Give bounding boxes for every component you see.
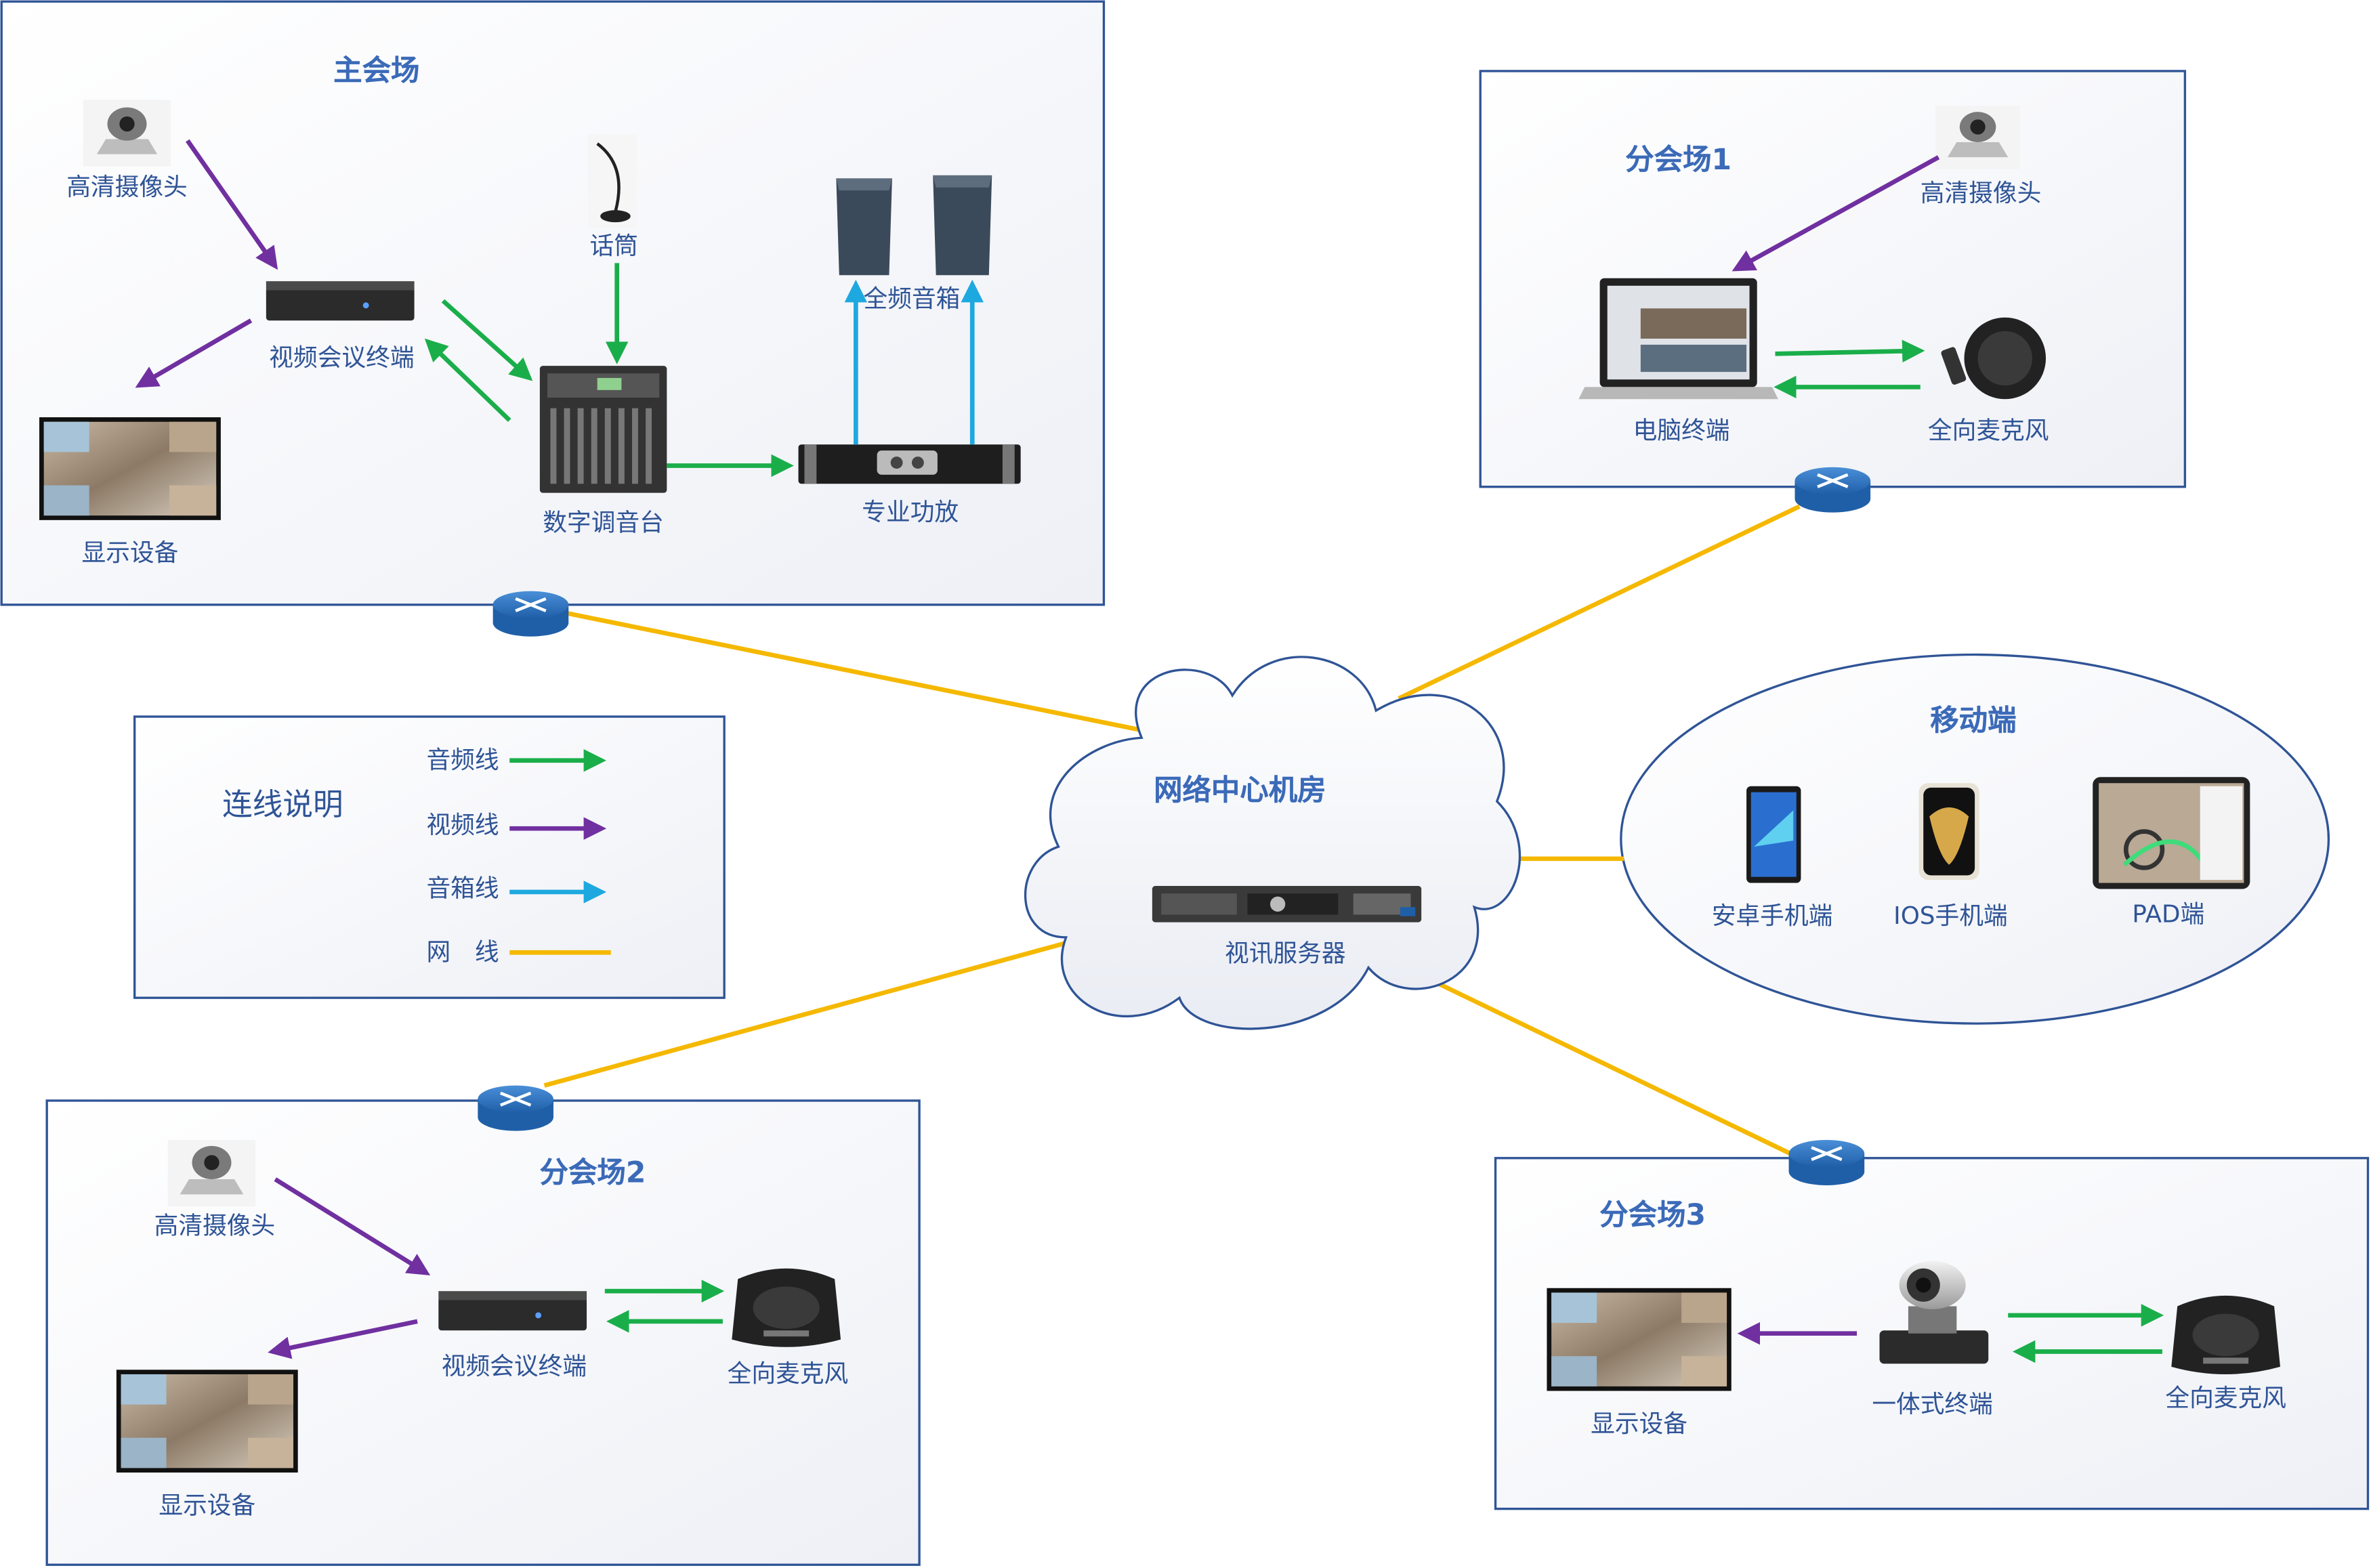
center-title: 网络中心机房 <box>1154 774 1326 807</box>
branch3-display-icon <box>1547 1288 1732 1391</box>
amplifier-icon <box>798 444 1021 484</box>
legend-video-label: 视频线 <box>426 810 499 839</box>
branch3-omni-mic-label: 全向麦克风 <box>2165 1383 2286 1412</box>
branch2-title: 分会场2 <box>539 1156 646 1190</box>
legend-frame <box>133 715 726 999</box>
all-in-one-label: 一体式终端 <box>1872 1389 1993 1418</box>
branch2-display-icon <box>116 1370 298 1473</box>
pad-label: PAD端 <box>2132 899 2205 929</box>
branch1-camera-icon <box>1935 106 2021 169</box>
main-display-label: 显示设备 <box>81 538 179 568</box>
android-label: 安卓手机端 <box>1711 901 1833 930</box>
ios-phone-icon <box>1918 783 1979 881</box>
branch2-display-label: 显示设备 <box>159 1490 256 1520</box>
mixer-label: 数字调音台 <box>543 507 664 537</box>
server-icon <box>1152 886 1422 923</box>
speaker-icons <box>836 175 992 276</box>
branch2-omni-mic-label: 全向麦克风 <box>727 1359 849 1389</box>
branch2-terminal-label: 视频会议终端 <box>441 1351 587 1380</box>
pc-label: 电脑终端 <box>1633 415 1730 445</box>
server-label: 视讯服务器 <box>1224 939 1346 968</box>
amplifier-label: 专业功放 <box>862 497 959 526</box>
tablet-icon <box>2093 777 2250 889</box>
mobile-title: 移动端 <box>1930 704 2017 738</box>
main-camera-label: 高清摄像头 <box>66 172 188 201</box>
branch1-title: 分会场1 <box>1625 144 1732 177</box>
main-display-icon <box>39 417 221 520</box>
network-cloud <box>1024 656 1522 1030</box>
branch2-omni-mic-icon <box>732 1268 841 1347</box>
main-terminal-label: 视频会议终端 <box>269 343 415 373</box>
branch2-terminal-icon <box>438 1291 587 1331</box>
microphone-icon <box>588 134 637 229</box>
all-in-one-terminal-icon <box>1879 1260 1989 1364</box>
network-lines <box>543 504 1801 1158</box>
microphone-label: 话筒 <box>589 231 638 260</box>
branch3-title: 分会场3 <box>1599 1199 1706 1233</box>
legend-network-label: 网 线 <box>426 937 499 967</box>
main-terminal-icon <box>266 281 415 321</box>
main-venue-title: 主会场 <box>333 54 420 88</box>
branch2-camera-label: 高清摄像头 <box>154 1210 276 1240</box>
branch1-omni-mic-icon <box>1941 317 2047 400</box>
legend-speaker-label: 音箱线 <box>426 874 499 903</box>
mixer-icon <box>539 366 667 493</box>
branch1-omni-mic-label: 全向麦克风 <box>1927 415 2049 445</box>
branch3-omni-mic-icon <box>2171 1295 2281 1374</box>
speakers-label: 全频音箱 <box>863 284 961 314</box>
laptop-icon <box>1578 278 1778 400</box>
legend-audio-label: 音频线 <box>426 745 499 774</box>
branch1-frame <box>1479 70 2187 488</box>
branch1-camera-label: 高清摄像头 <box>1920 178 2042 207</box>
ios-label: IOS手机端 <box>1893 901 2008 930</box>
legend-title: 连线说明 <box>222 786 343 823</box>
main-camera-icon <box>83 100 171 167</box>
branch2-camera-icon <box>167 1140 256 1207</box>
android-phone-icon <box>1746 786 1801 883</box>
router-icons <box>478 467 1871 1185</box>
branch3-display-label: 显示设备 <box>1591 1409 1688 1438</box>
